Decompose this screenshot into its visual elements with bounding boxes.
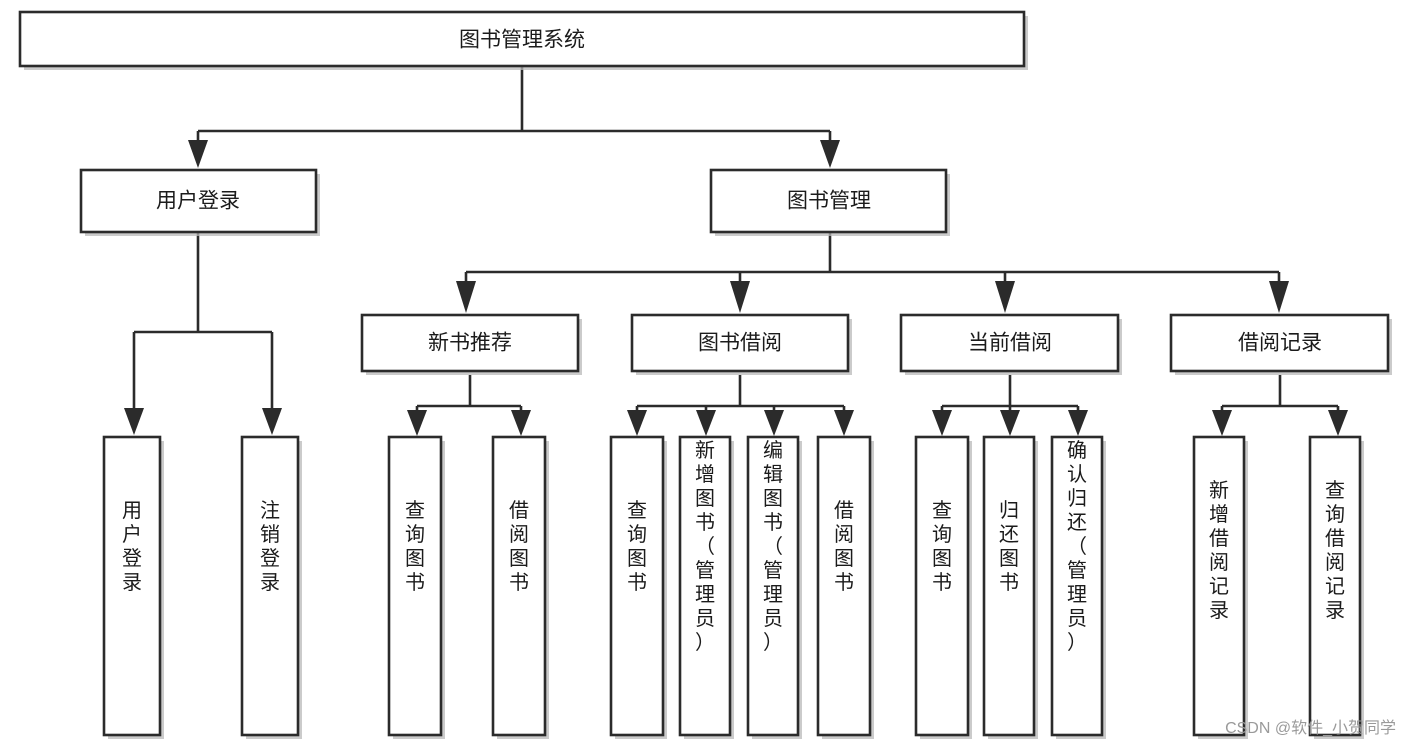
node-leaf-13[interactable]: 查询借阅记录 bbox=[1308, 435, 1364, 739]
node-leaf-13-box[interactable] bbox=[1308, 435, 1362, 737]
edge-layer bbox=[124, 66, 1348, 436]
node-borrow-label: 图书借阅 bbox=[698, 332, 782, 355]
node-leaf-11[interactable]: 确认归还（管理员） bbox=[1050, 435, 1106, 739]
node-newbook-label: 新书推荐 bbox=[428, 332, 512, 355]
node-leaf-4-label: 借阅图书 bbox=[509, 499, 529, 594]
node-newbook-box[interactable] bbox=[360, 313, 580, 373]
node-leaf-10-label: 归还图书 bbox=[999, 499, 1019, 594]
node-leaf-9-label: 查询图书 bbox=[932, 499, 952, 594]
node-current-box[interactable] bbox=[899, 313, 1120, 373]
node-newbook[interactable]: 新书推荐 bbox=[360, 313, 582, 375]
node-current-label: 当前借阅 bbox=[968, 332, 1052, 355]
arrowhead-to-leaf-5 bbox=[627, 410, 647, 436]
node-leaf-6-label: 新增图书（管理员） bbox=[695, 439, 715, 654]
node-leaf-12[interactable]: 新增借阅记录 bbox=[1192, 435, 1248, 739]
node-login[interactable]: 用户登录 bbox=[79, 168, 320, 236]
node-leaf-1-label: 用户登录 bbox=[122, 500, 142, 594]
arrowhead-to-newbook bbox=[456, 281, 476, 313]
node-leaf-9[interactable]: 查询图书 bbox=[914, 435, 972, 739]
arrowhead-to-leaf-13 bbox=[1328, 410, 1348, 436]
arrowhead-to-leaf-10 bbox=[1000, 410, 1020, 436]
arrowhead-to-leaf-12 bbox=[1212, 410, 1232, 436]
node-leaf-7[interactable]: 编辑图书（管理员） bbox=[746, 435, 802, 739]
node-login-label: 用户登录 bbox=[156, 190, 240, 213]
arrowhead-to-leaf-2 bbox=[262, 408, 282, 435]
arrowhead-to-borrow bbox=[730, 281, 750, 313]
node-leaf-5-label: 查询图书 bbox=[627, 499, 647, 594]
node-leaf-1-box[interactable] bbox=[102, 435, 162, 737]
node-record-box[interactable] bbox=[1169, 313, 1390, 373]
node-leaf-11-label: 确认归还（管理员） bbox=[1067, 439, 1087, 654]
node-leaf-13-label: 查询借阅记录 bbox=[1325, 479, 1345, 622]
node-leaf-8-label: 借阅图书 bbox=[834, 499, 854, 594]
node-borrow-box[interactable] bbox=[630, 313, 850, 373]
node-leaf-7-label: 编辑图书（管理员） bbox=[763, 439, 783, 654]
node-bookmgmt-label: 图书管理 bbox=[787, 190, 871, 213]
node-leaf-3-box[interactable] bbox=[387, 435, 443, 737]
node-leaf-6-box[interactable] bbox=[678, 435, 732, 737]
node-leaf-10-box[interactable] bbox=[982, 435, 1036, 737]
node-leaf-3-label: 查询图书 bbox=[405, 499, 425, 594]
node-leaf-9-box[interactable] bbox=[914, 435, 970, 737]
arrowhead-to-leaf-11 bbox=[1068, 410, 1088, 436]
node-leaf-12-box[interactable] bbox=[1192, 435, 1246, 737]
node-leaf-12-label: 新增借阅记录 bbox=[1209, 479, 1229, 622]
node-record[interactable]: 借阅记录 bbox=[1169, 313, 1392, 375]
node-leaf-11-box[interactable] bbox=[1050, 435, 1104, 737]
node-leaf-1[interactable]: 用户登录 bbox=[102, 435, 164, 739]
arrowhead-to-leaf-7 bbox=[764, 410, 784, 436]
arrowhead-to-leaf-9 bbox=[932, 410, 952, 436]
node-leaf-5-box[interactable] bbox=[609, 435, 665, 737]
node-root-box[interactable] bbox=[18, 10, 1026, 68]
node-leaf-2-label: 注销登录 bbox=[260, 499, 280, 594]
arrowhead-to-leaf-8 bbox=[834, 410, 854, 436]
node-leaf-7-box[interactable] bbox=[746, 435, 800, 737]
node-current[interactable]: 当前借阅 bbox=[899, 313, 1122, 375]
node-bookmgmt[interactable]: 图书管理 bbox=[709, 168, 950, 236]
arrowhead-to-leaf-4 bbox=[511, 410, 531, 436]
node-record-label: 借阅记录 bbox=[1238, 332, 1322, 355]
arrowhead-to-current bbox=[995, 281, 1015, 313]
arrowhead-to-record bbox=[1269, 281, 1289, 313]
arrowhead-to-leaf-6 bbox=[696, 410, 716, 436]
node-leaf-4[interactable]: 借阅图书 bbox=[491, 435, 549, 739]
node-leaf-6[interactable]: 新增图书（管理员） bbox=[678, 435, 734, 739]
node-leaf-4-box[interactable] bbox=[491, 435, 547, 737]
node-leaf-10[interactable]: 归还图书 bbox=[982, 435, 1038, 739]
node-leaf-2[interactable]: 注销登录 bbox=[240, 435, 302, 739]
csdn-watermark: CSDN @软件_小贺同学 bbox=[1225, 719, 1396, 737]
node-leaf-2-box[interactable] bbox=[240, 435, 300, 737]
arrowhead-to-bookmgmt bbox=[820, 140, 840, 168]
node-root-label: 图书管理系统 bbox=[459, 29, 585, 52]
node-bookmgmt-box[interactable] bbox=[709, 168, 948, 234]
node-leaf-3[interactable]: 查询图书 bbox=[387, 435, 445, 739]
node-leaf-8[interactable]: 借阅图书 bbox=[816, 435, 874, 739]
arrowhead-to-leaf-3 bbox=[407, 410, 427, 436]
node-leaf-5[interactable]: 查询图书 bbox=[609, 435, 667, 739]
arrowhead-to-leaf-1 bbox=[124, 408, 144, 435]
node-leaf-8-box[interactable] bbox=[816, 435, 872, 737]
node-borrow[interactable]: 图书借阅 bbox=[630, 313, 852, 375]
node-login-box[interactable] bbox=[79, 168, 318, 234]
arrowhead-to-login bbox=[188, 140, 208, 168]
node-root[interactable]: 图书管理系统 bbox=[18, 10, 1028, 70]
